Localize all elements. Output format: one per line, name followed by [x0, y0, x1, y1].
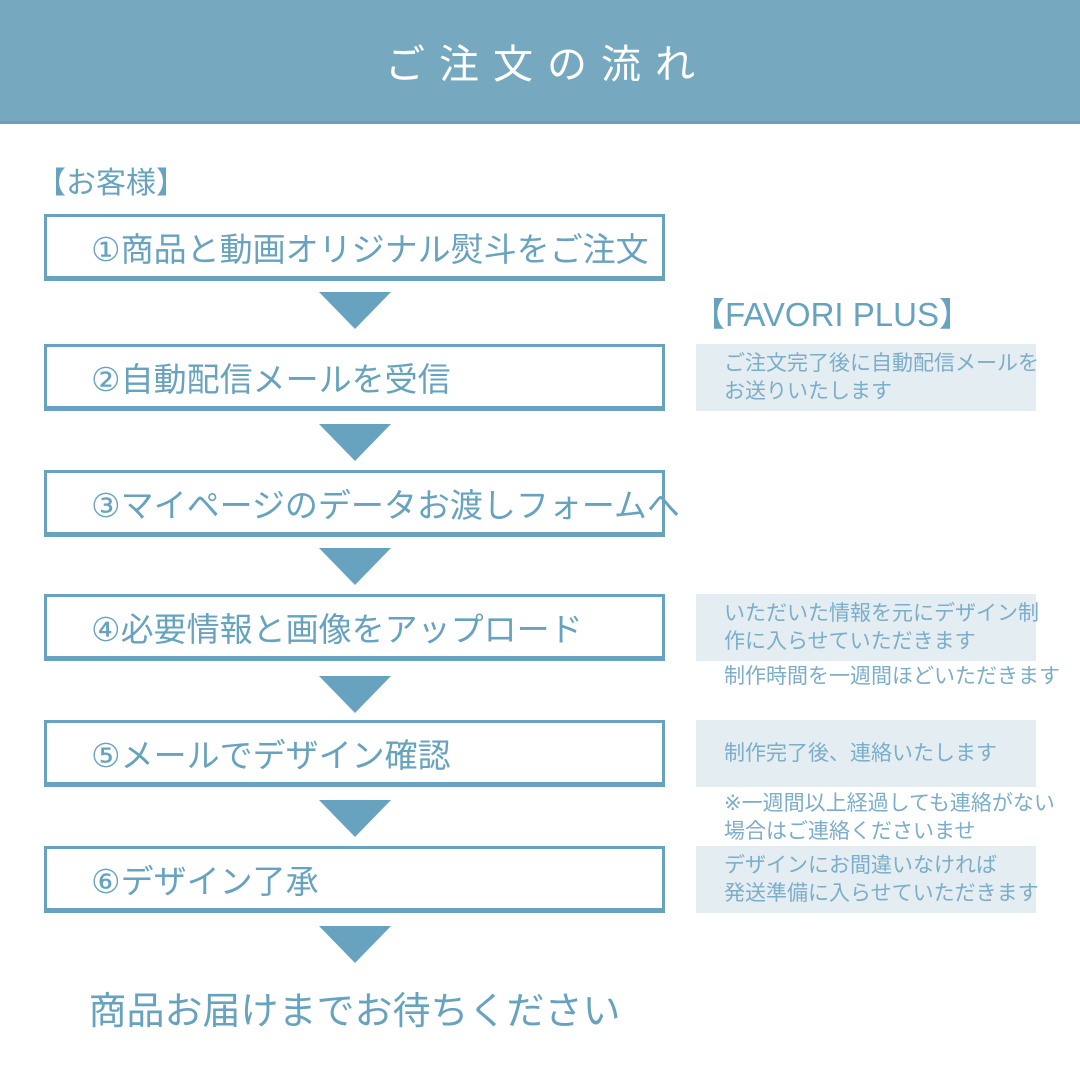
flow-arrow-down-icon	[319, 676, 391, 713]
note-line: デザインにお間違いなければ	[724, 853, 997, 877]
note-line: 制作時間を一週間ほどいただきます	[724, 665, 1060, 688]
flow-step-2: ②自動配信メールを受信	[44, 344, 665, 411]
flow-step-5-label: ⑤メールでデザイン確認	[91, 736, 451, 774]
page-title: ご注文の流れ	[385, 42, 709, 87]
note-design-approved: デザインにお間違いなければ 発送準備に入らせていただきます	[696, 846, 1039, 913]
note-line: 制作完了後、連絡いたします	[724, 741, 997, 765]
flow-arrow-down-icon	[319, 926, 391, 963]
note-line: 場合はご連絡くださいませ	[724, 820, 976, 843]
flow-step-3: ③マイページのデータお渡しフォームへ	[44, 470, 680, 537]
page-header: ご注文の流れ	[0, 0, 1080, 124]
flow-step-4-label: ④必要情報と画像をアップロード	[91, 610, 583, 648]
flow-step-4: ④必要情報と画像をアップロード	[44, 594, 665, 661]
flow-step-2-label: ②自動配信メールを受信	[91, 360, 451, 398]
note-line: 発送準備に入らせていただきます	[724, 881, 1039, 905]
flow-arrow-down-icon	[319, 800, 391, 837]
flow-arrow-down-icon	[319, 424, 391, 461]
customer-section-label: 【お客様】	[36, 167, 186, 200]
flow-step-6-label: ⑥デザイン了承	[91, 862, 319, 900]
flow-step-5: ⑤メールでデザイン確認	[44, 720, 665, 787]
note-production-time: 制作時間を一週間ほどいただきます	[724, 663, 1060, 691]
shop-section-label: 【FAVORI PLUS】	[692, 296, 972, 333]
note-no-contact-warning: ※一週間以上経過しても連絡がない 場合はご連絡くださいませ	[724, 790, 1055, 846]
note-design-start: いただいた情報を元にデザイン制 作に入らせていただきます	[696, 594, 1039, 661]
flow-arrow-down-icon	[319, 548, 391, 585]
note-line: 作に入らせていただきます	[724, 629, 976, 653]
note-after-order: ご注文完了後に自動配信メールを お送りいたします	[696, 344, 1039, 411]
delivery-wait-note: 商品お届けまでお待ちください	[88, 991, 621, 1033]
flow-step-1-label: ①商品と動画オリジナル熨斗をご注文	[91, 230, 649, 268]
flow-arrow-down-icon	[319, 292, 391, 329]
note-line: お送りいたします	[724, 379, 892, 403]
note-after-production: 制作完了後、連絡いたします	[696, 720, 1036, 787]
flow-step-1: ①商品と動画オリジナル熨斗をご注文	[44, 214, 665, 281]
note-line: ご注文完了後に自動配信メールを	[724, 351, 1039, 375]
note-line: いただいた情報を元にデザイン制	[724, 601, 1039, 625]
note-line: ※一週間以上経過しても連絡がない	[724, 792, 1055, 815]
flow-step-3-label: ③マイページのデータお渡しフォームへ	[91, 486, 680, 524]
flow-step-6: ⑥デザイン了承	[44, 846, 665, 913]
